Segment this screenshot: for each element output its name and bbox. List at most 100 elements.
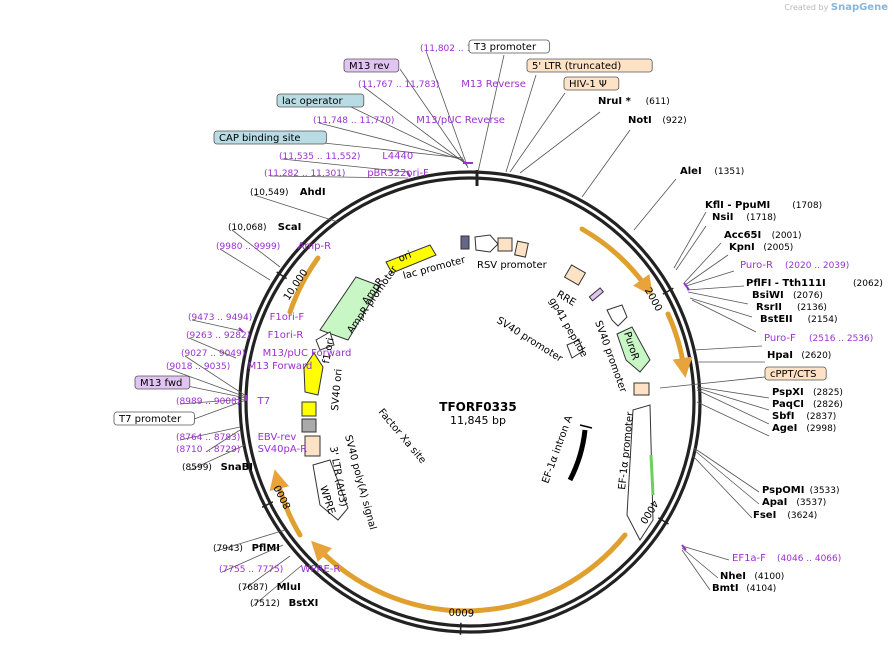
primer-range: (7755 .. 7775) [219,565,283,575]
feature-callout[interactable]: NruI *(611) [598,96,670,107]
enzyme-position: (2062) [853,279,883,289]
feature-callout[interactable]: (7943)PflMI [213,543,280,554]
feature-callout[interactable]: T3 promoter [468,39,550,54]
primer-range: (2516 .. 2536) [809,334,873,344]
feature-callout[interactable]: PspOMI (3533) [762,485,840,496]
enzyme-name: PspOMI [762,485,804,496]
feature-callout[interactable]: PspXI(2825) [772,387,843,398]
feature-callout[interactable]: NotI(922) [628,115,687,126]
feature-callout[interactable]: (7687)MluI [238,582,301,593]
feature-callout[interactable]: T7 promoter [113,411,195,426]
enzyme-name: ApaI [762,497,787,508]
feature-callout[interactable]: Acc65I(2001) [724,230,802,241]
primer-range: (9263 .. 9282) [186,331,250,341]
feature-callout[interactable]: AgeI(2998) [772,423,836,434]
feature-callout[interactable]: (11,748 .. 11,770)M13/pUC Reverse [313,115,505,126]
feature-callout[interactable]: (10,068)ScaI [228,222,301,233]
feature-callout[interactable]: M13 rev [343,58,400,73]
feature-callout[interactable]: (8764 .. 8783)EBV-rev [176,432,296,443]
enzyme-position: (2620) [801,351,831,361]
feature-callout[interactable]: M13 fwd [134,375,191,390]
primer-name: pBR322ori-F [367,168,429,179]
feature-callout[interactable]: (9018 .. 9035)M13 Forward [166,361,312,372]
feature-callout[interactable]: EF1a-F(4046 .. 4066) [732,553,841,564]
enzyme-position: (3537) [796,498,826,508]
enzyme-position: (3533) [810,486,840,496]
feature-callout[interactable]: RsrII(2136) [756,302,827,313]
feature-callout[interactable]: KpnI(2005) [729,242,793,253]
feature-callout[interactable]: Puro-R(2020 .. 2039) [740,260,849,271]
feature-callout[interactable]: BmtI(4104) [712,583,776,594]
feature-callout[interactable]: (7755 .. 7775)WPRE-R [219,564,340,575]
feature-box [343,58,400,73]
enzyme-name: BstXI [289,598,319,609]
feature-callout[interactable]: (11,282 .. 11,301)pBR322ori-F [264,168,429,179]
feature-callout[interactable]: AleI(1351) [680,166,744,177]
enzyme-name: ScaI [278,222,302,233]
feature-callout[interactable]: PaqCI(2826) [772,399,843,410]
feature-callout[interactable]: CAP binding site [213,130,327,145]
feature-callout[interactable]: (9980 .. 9999)Amp-R [216,241,331,252]
feature-callout[interactable]: (7512) BstXI [250,598,318,609]
feature-callout[interactable]: ApaI (3537) [762,497,826,508]
feature-box-label: T3 promoter [473,42,537,53]
feature-callout[interactable]: (11,767 .. 11,783) M13 Reverse [358,79,526,90]
enzyme-name: SbfI [772,411,794,422]
tick-label: 8000 [272,483,293,511]
feature-callout[interactable]: (10,549)AhdI [250,187,326,198]
feature-callout[interactable]: SbfI(2837) [772,411,836,422]
feature-callout[interactable]: (9027 .. 9049)M13/pUC Forward [181,348,351,359]
enzyme-name: PflMI [252,543,280,554]
feature-callout[interactable]: HIV-1 Ψ [563,76,620,91]
feature-callout[interactable]: lac operator [276,93,365,108]
feature-callout[interactable]: HpaI(2620) [767,350,831,361]
feature-box [563,76,620,91]
feature-callout[interactable]: cPPT/CTS [764,366,827,381]
feature-box [468,39,550,54]
enzyme-position: (2076) [793,291,823,301]
enzyme-name: SnaBI [221,462,253,473]
feature-callout[interactable]: (8989 .. 9008)T7 [176,396,270,407]
enzyme-name: AgeI [772,423,797,434]
tick-mark [261,501,274,508]
feature-callout[interactable]: BsiWI(2076) [752,290,823,301]
primer-range: (11,767 .. 11,783) [358,80,439,90]
enzyme-name: NheI [720,571,746,582]
enzyme-position: (7687) [238,583,268,593]
feature-callout[interactable]: (11,535 .. 11,552)L4440 [279,151,413,162]
feature-box-label: M13 rev [349,61,390,72]
enzyme-position: (2826) [813,400,843,410]
primer-range: (8989 .. 9008) [176,397,240,407]
feature-box [213,130,327,145]
feature-callout[interactable]: (9263 .. 9282) F1ori-R [186,330,303,341]
feature-callout[interactable]: (8599)SnaBI [182,462,253,473]
feature-box [113,411,195,426]
feature-callout[interactable]: KflI - PpuMI(1708) [705,200,822,211]
primer-name: F1ori-R [268,330,304,341]
enzyme-position: (7512) [250,599,280,609]
feature-callout[interactable]: (8710 .. 8729)SV40pA-R [176,444,307,455]
feature-callout[interactable]: 5' LTR (truncated) [526,58,653,73]
enzyme-position: (1708) [792,201,822,211]
enzyme-position: (4104) [746,584,776,594]
enzyme-name: NruI * [598,96,632,107]
feature-callout[interactable]: NsiI(1718) [712,212,776,223]
site-marks [238,162,690,551]
enzyme-position: (2136) [797,303,827,313]
feature-callout[interactable]: PflFI - Tth111I(2062) [746,278,883,289]
enzyme-name: NsiI [712,212,733,223]
feature-callout[interactable]: BstEII(2154) [760,314,838,325]
feature-callout[interactable]: FseI(3624) [753,510,817,521]
inner-feature-label: ori [397,250,413,265]
feature-callout[interactable]: Puro-F(2516 .. 2536) [764,333,873,344]
primer-name: L4440 [382,151,413,162]
enzyme-position: (922) [662,116,686,126]
primer-name: M13 Reverse [461,79,526,90]
feature-callout[interactable]: NheI(4100) [720,571,784,582]
feature-callout[interactable]: (9473 .. 9494)F1ori-F [188,312,304,323]
feature-box-label: CAP binding site [219,133,301,144]
enzyme-position: (2005) [763,243,793,253]
tick-mark [657,517,669,525]
